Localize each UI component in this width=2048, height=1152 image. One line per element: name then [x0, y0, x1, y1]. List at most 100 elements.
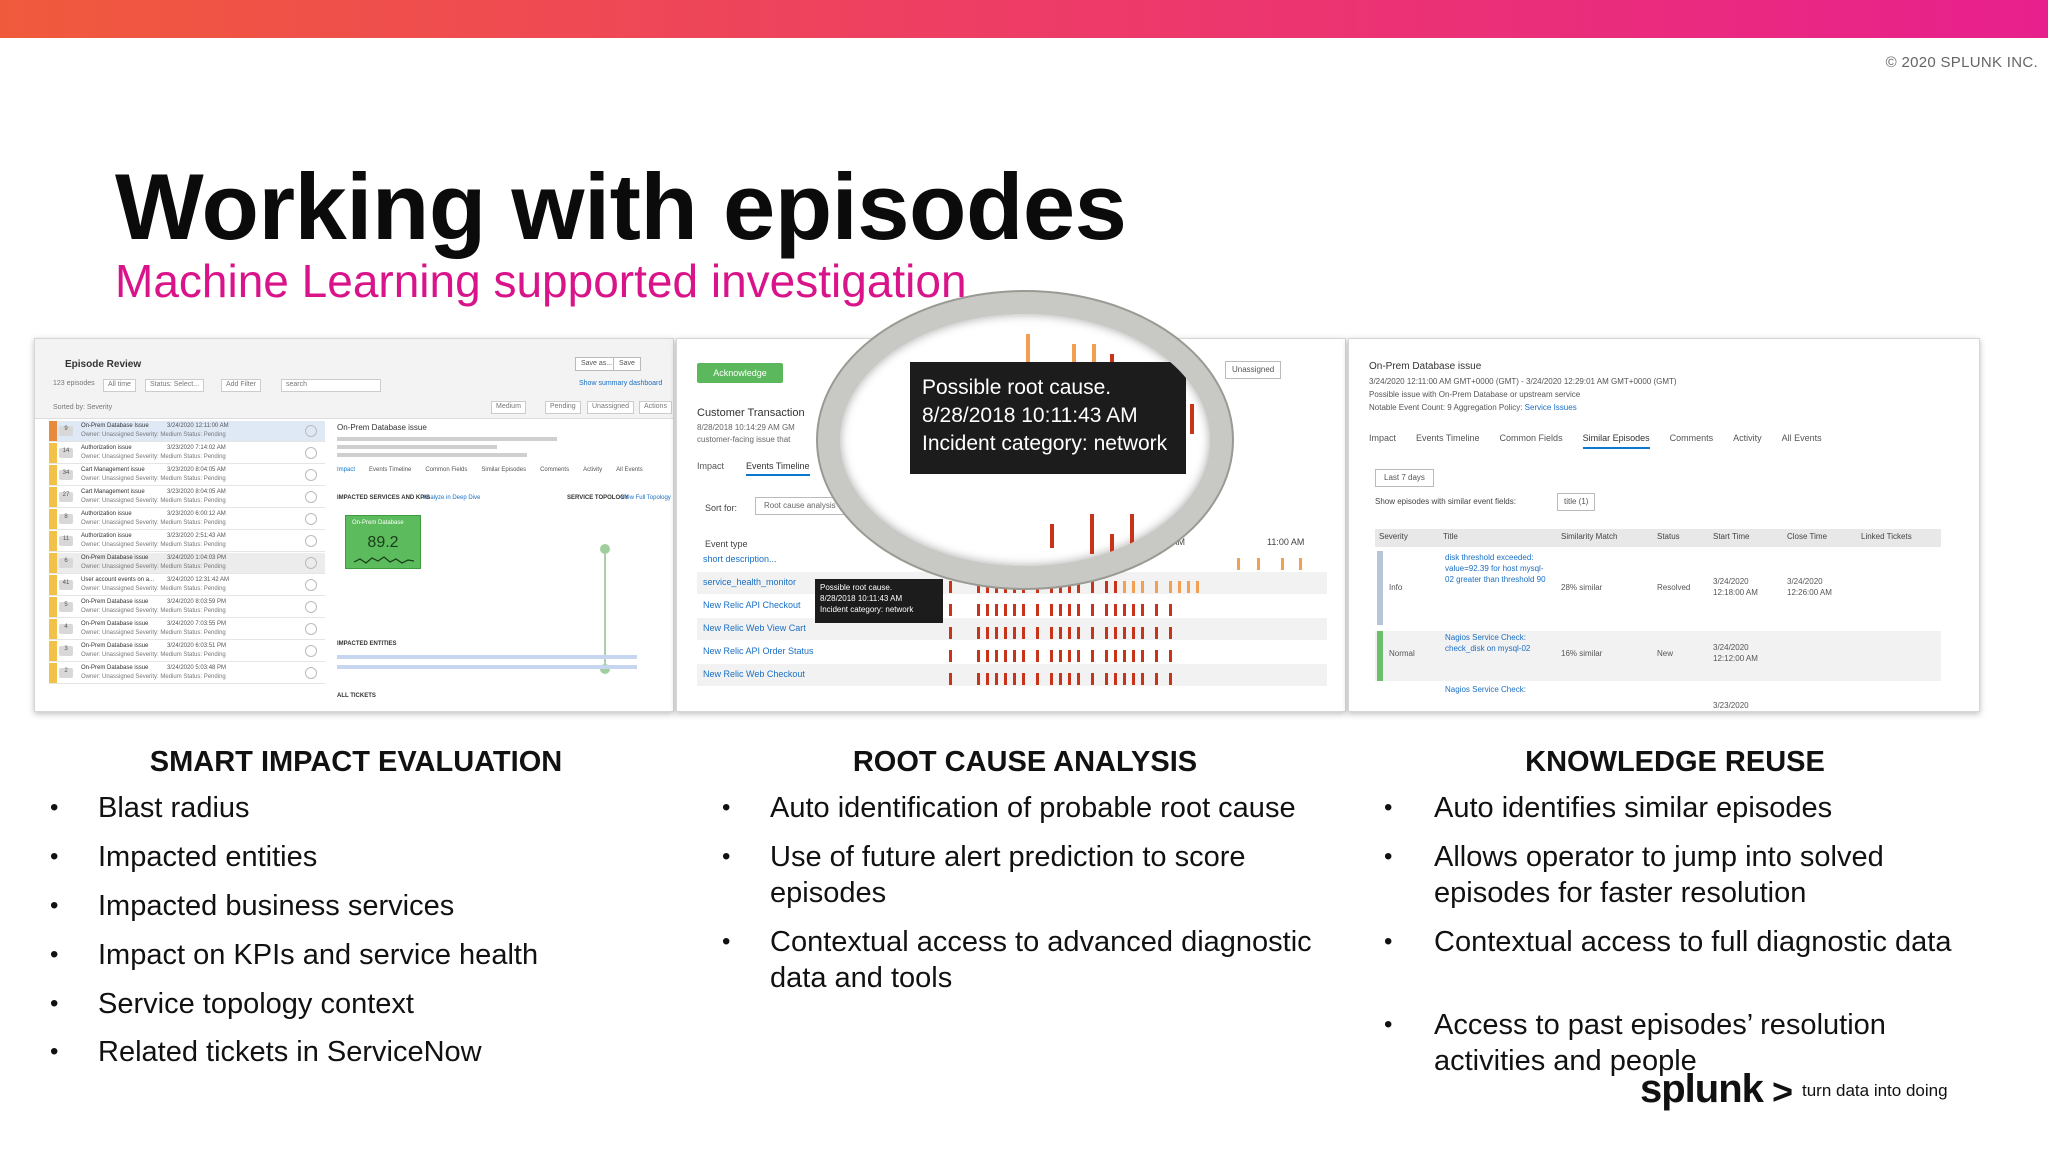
event-tick[interactable] [1281, 558, 1284, 570]
event-tick[interactable] [1022, 673, 1025, 685]
time-range-select[interactable]: Last 7 days [1375, 469, 1434, 487]
tab-all-events[interactable]: All Events [1781, 433, 1822, 443]
event-tick[interactable] [1105, 604, 1108, 616]
event-tick[interactable] [1132, 673, 1135, 685]
event-tick[interactable] [1036, 673, 1039, 685]
tab-similar-episodes[interactable]: Similar Episodes [1582, 433, 1650, 449]
event-tick[interactable] [1114, 673, 1117, 685]
event-tick[interactable] [1123, 673, 1126, 685]
event-tick[interactable] [1036, 604, 1039, 616]
event-tick[interactable] [1299, 558, 1302, 570]
sorted-by[interactable]: Sorted by: Severity [53, 404, 113, 411]
event-tick[interactable] [977, 604, 980, 616]
event-tick[interactable] [1050, 673, 1053, 685]
deep-dive-link[interactable]: Analyze in Deep Dive [423, 495, 481, 501]
tab-impact[interactable]: Impact [1369, 433, 1397, 443]
event-tick[interactable] [1050, 627, 1053, 639]
tab-activity[interactable]: Activity [583, 467, 603, 473]
event-tick[interactable] [995, 627, 998, 639]
event-tick[interactable] [1091, 650, 1094, 662]
event-tick[interactable] [1155, 650, 1158, 662]
event-tick[interactable] [1169, 581, 1172, 593]
column-header[interactable]: Severity [1375, 529, 1439, 547]
event-tick[interactable] [1004, 627, 1007, 639]
event-tick[interactable] [1169, 627, 1172, 639]
column-header[interactable]: Start Time [1709, 529, 1783, 547]
event-tick[interactable] [1196, 581, 1199, 593]
search-input[interactable]: search [281, 379, 381, 392]
tab-events-timeline[interactable]: Events Timeline [1416, 433, 1480, 443]
event-tick[interactable] [1068, 673, 1071, 685]
event-tick[interactable] [1077, 627, 1080, 639]
event-tick[interactable] [1141, 627, 1144, 639]
event-tick[interactable] [1013, 604, 1016, 616]
select-radio[interactable] [305, 425, 317, 437]
select-radio[interactable] [305, 579, 317, 591]
event-tick[interactable] [1155, 581, 1158, 593]
event-tick[interactable] [1141, 673, 1144, 685]
acknowledge-button[interactable]: Acknowledge [697, 363, 783, 383]
event-tick[interactable] [995, 604, 998, 616]
kpi-tile[interactable]: On-Prem Database 89.2 [345, 515, 421, 569]
event-tick[interactable] [1068, 627, 1071, 639]
event-tick[interactable] [986, 604, 989, 616]
event-tick[interactable] [1178, 581, 1181, 593]
status-filter[interactable]: Status: Select... [145, 379, 205, 392]
event-tick[interactable] [1059, 604, 1062, 616]
tab-events-timeline[interactable]: Events Timeline [746, 461, 810, 476]
event-tick[interactable] [1077, 604, 1080, 616]
event-tick[interactable] [1114, 604, 1117, 616]
save-button[interactable]: Save [613, 357, 641, 371]
event-tick[interactable] [977, 650, 980, 662]
event-row[interactable]: New Relic API Order Status [703, 646, 814, 656]
event-tick[interactable] [1059, 673, 1062, 685]
event-tick[interactable] [1105, 581, 1108, 593]
event-tick[interactable] [1050, 604, 1053, 616]
event-tick[interactable] [1050, 581, 1053, 593]
select-radio[interactable] [305, 623, 317, 635]
event-tick[interactable] [1013, 627, 1016, 639]
tab-similar-episodes[interactable]: Similar Episodes [481, 467, 527, 473]
event-tick[interactable] [1257, 558, 1260, 570]
event-row[interactable]: short description... [703, 554, 777, 564]
tab-impact[interactable]: Impact [697, 461, 725, 471]
event-tick[interactable] [986, 650, 989, 662]
event-tick[interactable] [1091, 604, 1094, 616]
event-tick[interactable] [1004, 604, 1007, 616]
event-tick[interactable] [1091, 581, 1094, 593]
event-tick[interactable] [1141, 581, 1144, 593]
event-tick[interactable] [1004, 650, 1007, 662]
tab-comments[interactable]: Comments [1669, 433, 1714, 443]
title-link[interactable]: Nagios Service Check: [1445, 685, 1526, 694]
tab-impact[interactable]: Impact [337, 467, 356, 473]
event-tick[interactable] [1132, 627, 1135, 639]
event-tick[interactable] [1132, 604, 1135, 616]
event-tick[interactable] [1068, 604, 1071, 616]
select-radio[interactable] [305, 645, 317, 657]
event-tick[interactable] [1141, 604, 1144, 616]
event-tick[interactable] [1105, 627, 1108, 639]
event-tick[interactable] [1123, 581, 1126, 593]
event-tick[interactable] [977, 627, 980, 639]
tab-all-events[interactable]: All Events [616, 467, 643, 473]
event-tick[interactable] [1105, 673, 1108, 685]
tab-comments[interactable]: Comments [540, 467, 570, 473]
tab-common-fields[interactable]: Common Fields [425, 467, 468, 473]
column-header[interactable]: Status [1653, 529, 1709, 547]
event-row[interactable]: New Relic Web View Cart [697, 618, 1327, 640]
event-row[interactable]: New Relic API Checkout [703, 600, 801, 610]
select-radio[interactable] [305, 667, 317, 679]
tab-common-fields[interactable]: Common Fields [1499, 433, 1563, 443]
event-tick[interactable] [1123, 604, 1126, 616]
event-tick[interactable] [1059, 581, 1062, 593]
event-tick[interactable] [977, 673, 980, 685]
event-tick[interactable] [1059, 627, 1062, 639]
